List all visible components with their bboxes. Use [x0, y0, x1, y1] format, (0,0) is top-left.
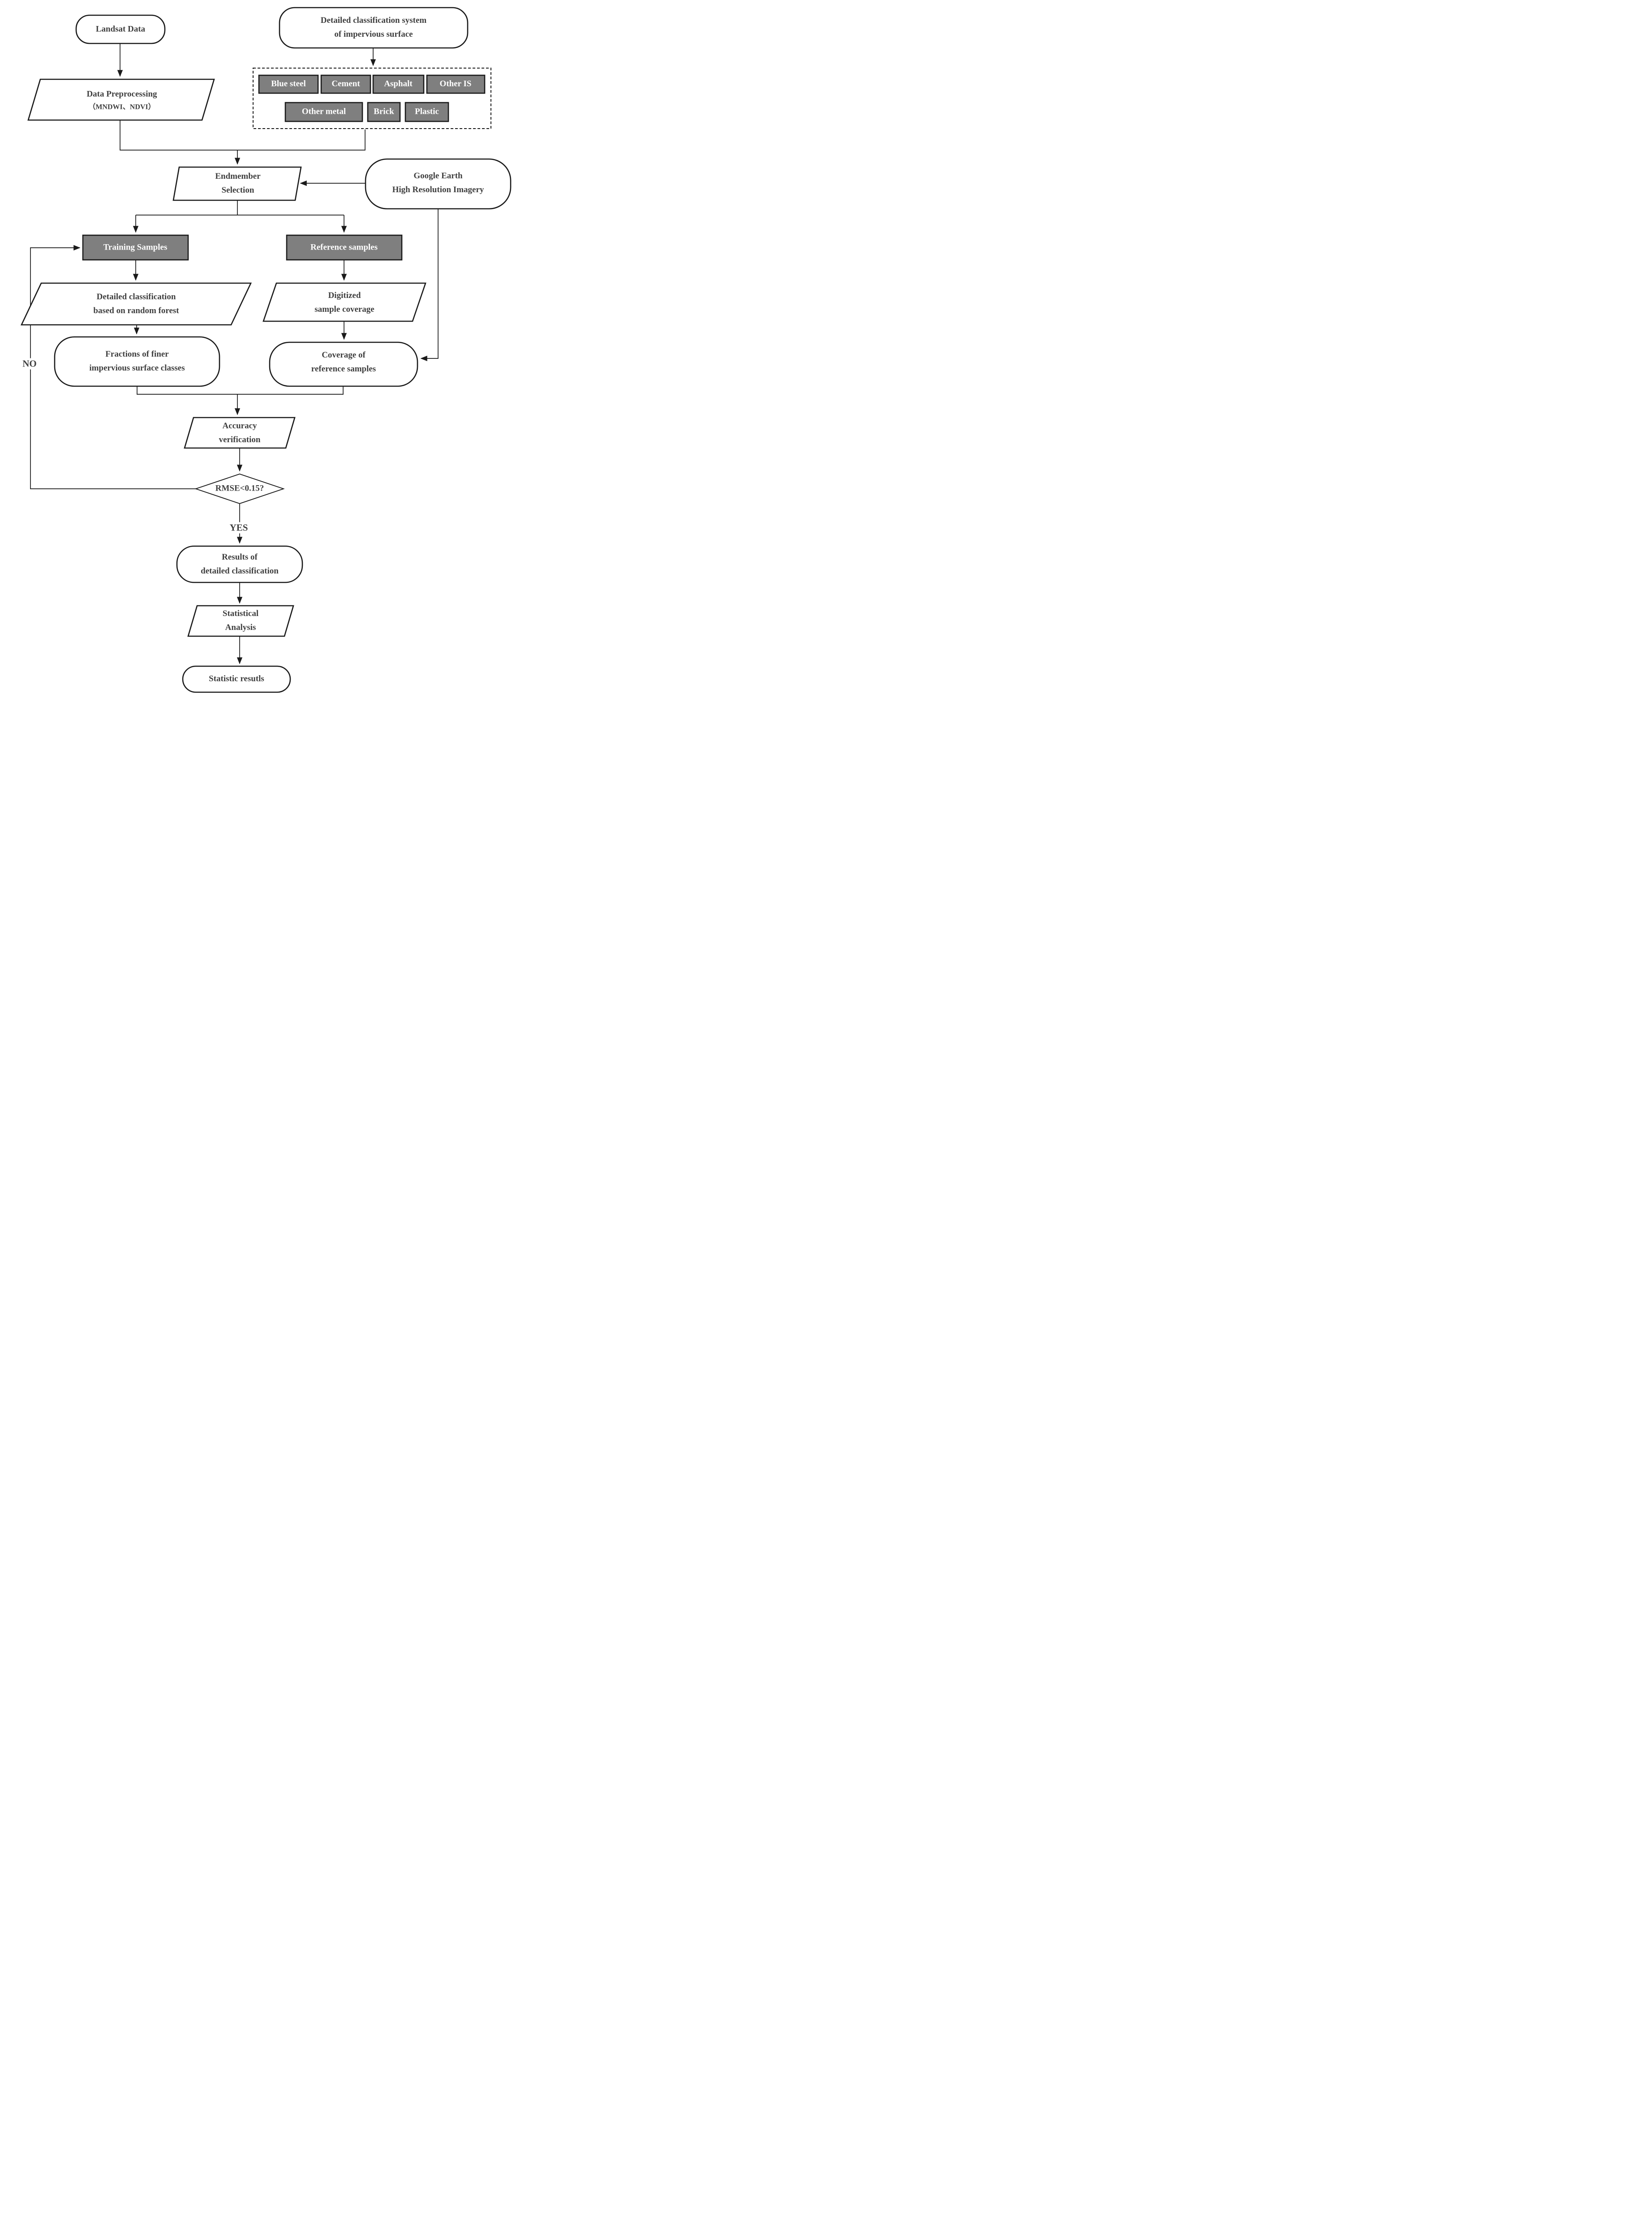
accuracy-node-shape — [184, 417, 296, 449]
fractions-node-shape — [54, 336, 220, 387]
digitized-node-shape — [262, 282, 426, 322]
training-samples-shape — [82, 234, 189, 261]
category-other-is-shape — [426, 74, 486, 94]
category-other-metal-shape — [284, 102, 363, 122]
category-other-is-label: Other IS — [439, 79, 472, 89]
accuracy-line1: Accuracy — [222, 421, 257, 431]
coverage-line2: reference samples — [311, 364, 376, 374]
flowchart-figure: Landsat Data Detailed classification sys… — [0, 0, 516, 695]
random-forest-label: Detailed classification based on random … — [93, 290, 179, 318]
fractions-label: Fractions of finer impervious surface cl… — [89, 348, 185, 375]
classification-system-node-shape — [279, 7, 469, 49]
category-cement-label: Cement — [331, 79, 360, 89]
endmember-node-shape — [172, 166, 302, 201]
connector-group — [30, 43, 439, 664]
landsat-label: Landsat Data — [95, 24, 146, 34]
classification-system-line2: of impervious surface — [334, 30, 413, 39]
landsat-node-shape — [75, 14, 166, 44]
no-label: NO — [20, 358, 39, 370]
classification-system-line1: Detailed classification system — [320, 16, 427, 26]
category-plastic-shape — [404, 102, 449, 122]
results-node-shape — [176, 545, 303, 583]
flowchart-canvas — [20, 7, 512, 693]
fractions-line1: Fractions of finer — [105, 349, 169, 359]
category-blue-steel-shape — [258, 74, 319, 94]
random-forest-line1: Detailed classification — [96, 292, 176, 302]
google-earth-label: Google Earth High Resolution Imagery — [392, 169, 484, 197]
coverage-line1: Coverage of — [322, 350, 366, 360]
statistical-line1: Statistical — [222, 609, 259, 619]
digitized-line2: sample coverage — [314, 305, 374, 314]
category-asphalt-shape — [372, 74, 425, 94]
data-preprocessing-node-shape — [27, 78, 215, 121]
category-brick-shape — [367, 102, 401, 122]
category-blue-steel-label: Blue steel — [271, 79, 306, 89]
fractions-line2: impervious surface classes — [89, 363, 185, 373]
reference-samples-label: Reference samples — [310, 242, 378, 252]
edge-google-to-coverage — [420, 209, 439, 362]
category-cement-shape — [320, 74, 371, 94]
classification-system-label: Detailed classification system of imperv… — [321, 14, 426, 42]
categories-panel-shape — [253, 68, 491, 129]
digitized-label: Digitized sample coverage — [314, 289, 374, 317]
data-preprocessing-line2: （MNDWI、NDVI） — [88, 103, 155, 111]
accuracy-label: Accuracy verification — [219, 419, 261, 447]
yes-label: YES — [227, 522, 250, 534]
data-preprocessing-label: Data Preprocessing （MNDWI、NDVI） — [86, 88, 157, 113]
training-samples-label: Training Samples — [103, 242, 168, 252]
category-plastic-label: Plastic — [415, 107, 439, 116]
coverage-label: Coverage of reference samples — [311, 349, 376, 376]
accuracy-line2: verification — [219, 435, 261, 444]
category-brick-label: Brick — [374, 107, 394, 116]
google-earth-line1: Google Earth — [413, 171, 463, 181]
statistical-node-shape — [187, 605, 294, 637]
statistical-label: Statistical Analysis — [223, 607, 258, 635]
google-earth-node-shape — [365, 158, 512, 210]
final-node-shape — [182, 665, 291, 693]
digitized-line1: Digitized — [328, 291, 361, 301]
final-label: Statistic resutls — [209, 674, 264, 684]
decision-diamond-shape — [194, 474, 285, 504]
category-other-metal-label: Other metal — [301, 107, 346, 116]
endmember-line1: Endmember — [215, 172, 261, 181]
reference-samples-shape — [286, 234, 403, 261]
google-earth-line2: High Resolution Imagery — [392, 185, 484, 194]
statistical-line2: Analysis — [225, 623, 256, 632]
random-forest-line2: based on random forest — [93, 306, 179, 315]
results-line2: detailed classification — [201, 566, 279, 576]
category-asphalt-label: Asphalt — [384, 79, 413, 89]
decision-label: RMSE<0.15? — [215, 483, 264, 493]
random-forest-node-shape — [20, 282, 252, 326]
results-label: Results of detailed classification — [201, 551, 279, 578]
results-line1: Results of — [222, 552, 258, 562]
data-preprocessing-line1: Data Preprocessing — [86, 89, 157, 99]
endmember-line2: Selection — [221, 185, 254, 195]
endmember-label: Endmember Selection — [215, 170, 260, 198]
edge-merge-preprocessing-categories — [120, 120, 366, 151]
coverage-node-shape — [269, 341, 418, 387]
